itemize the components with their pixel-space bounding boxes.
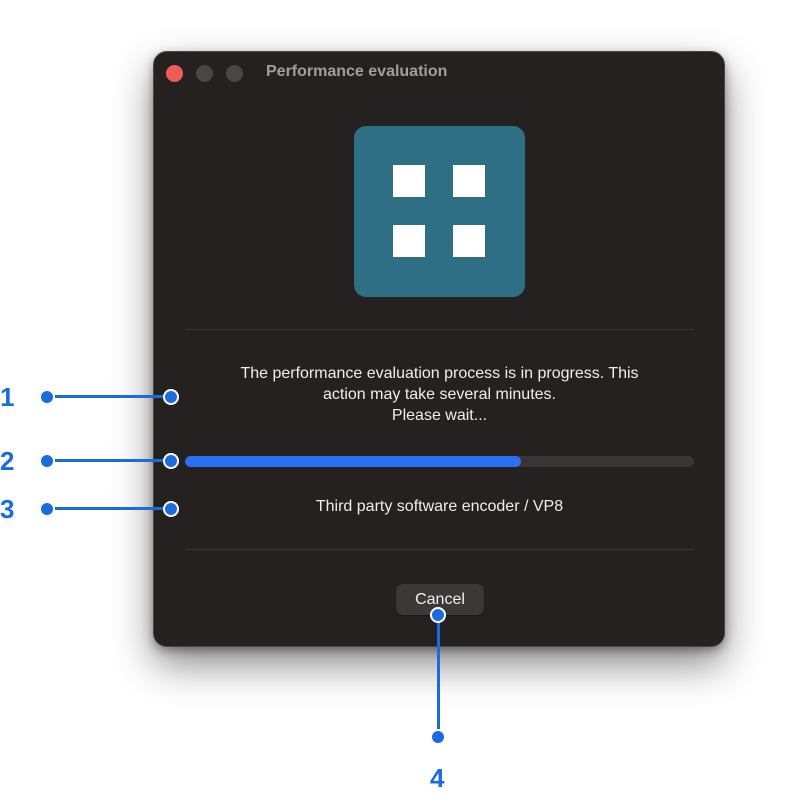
progress-bar-fill xyxy=(185,456,521,467)
callout-number-2: 2 xyxy=(0,446,15,476)
progress-message: The performance evaluation process is in… xyxy=(185,363,694,426)
message-line-3: Please wait... xyxy=(391,407,488,424)
callout-number-1: 1 xyxy=(0,382,15,412)
callout-dot-4-start xyxy=(430,607,446,623)
callout-dot-3-end xyxy=(163,501,179,517)
callout-dot-3-start xyxy=(39,501,55,517)
callout-number-3: 3 xyxy=(0,494,15,524)
callout-number-4: 4 xyxy=(430,763,445,793)
message-line-1: The performance evaluation process is in… xyxy=(240,365,639,382)
zoom-window-button[interactable] xyxy=(226,65,243,82)
title-bar: Performance evaluation xyxy=(154,52,724,94)
window-title: Performance evaluation xyxy=(266,63,448,80)
progress-bar xyxy=(185,456,694,467)
callout-dot-1-end xyxy=(163,389,179,405)
message-line-2: action may take several minutes. xyxy=(323,386,556,403)
callout-dot-4-end xyxy=(430,729,446,745)
callout-line-1 xyxy=(47,395,171,398)
callout-line-4 xyxy=(437,614,440,736)
callout-dot-2-start xyxy=(39,453,55,469)
separator-bottom xyxy=(185,549,694,550)
grid-square-icon xyxy=(453,225,485,257)
callout-line-3 xyxy=(47,507,171,510)
grid-square-icon xyxy=(393,225,425,257)
encoder-label: Third party software encoder / VP8 xyxy=(315,498,564,515)
performance-evaluation-dialog: Performance evaluation The performance e… xyxy=(153,51,725,647)
minimize-window-button[interactable] xyxy=(196,65,213,82)
callout-dot-2-end xyxy=(163,453,179,469)
grid-app-icon xyxy=(354,126,525,297)
callout-line-2 xyxy=(47,459,171,462)
close-window-button[interactable] xyxy=(166,65,183,82)
separator-top xyxy=(185,329,694,330)
callout-dot-1-start xyxy=(39,389,55,405)
grid-square-icon xyxy=(453,165,485,197)
grid-square-icon xyxy=(393,165,425,197)
